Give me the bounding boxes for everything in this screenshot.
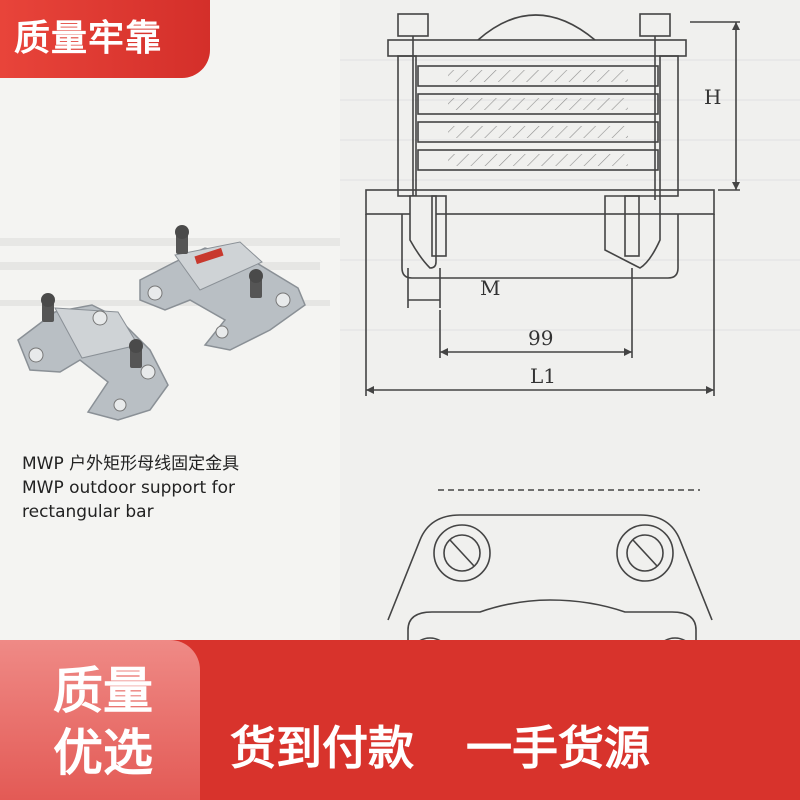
dimension-h-label: H <box>704 85 721 109</box>
product-photo <box>0 225 340 421</box>
slogan: 货到付款 一手货源 <box>230 712 790 778</box>
badge-quality-reliable: 质量牢靠 <box>0 0 210 78</box>
dimension-m-label: M <box>480 276 500 300</box>
clamp-back <box>139 225 306 351</box>
caption-line-3: rectangular bar <box>22 502 154 522</box>
quality-badge-bg <box>0 640 200 800</box>
clamp-front <box>17 293 169 421</box>
product-photo-panel <box>0 0 340 640</box>
technical-drawing-panel: H M 99 L1 <box>340 0 800 640</box>
top-view <box>387 489 713 640</box>
dimension-l1-label: L1 <box>530 364 556 388</box>
quality-line-1: 质量 <box>53 662 153 720</box>
side-view <box>387 13 687 200</box>
slogan-cash-on-delivery: 货到付款 <box>230 721 414 775</box>
dimension-99-label: 99 <box>528 326 553 350</box>
slogan-first-hand-source: 一手货源 <box>466 721 651 775</box>
quality-line-2: 优选 <box>53 724 153 782</box>
technical-drawing: H M 99 L1 <box>340 13 800 640</box>
quality-badge-text: 质量 优选 <box>18 660 188 784</box>
caption-line-2: MWP outdoor support for <box>22 478 236 498</box>
caption-line-1: MWP 户外矩形母线固定金具 <box>22 454 240 474</box>
product-caption: MWP 户外矩形母线固定金具 MWP outdoor support for r… <box>22 452 322 524</box>
